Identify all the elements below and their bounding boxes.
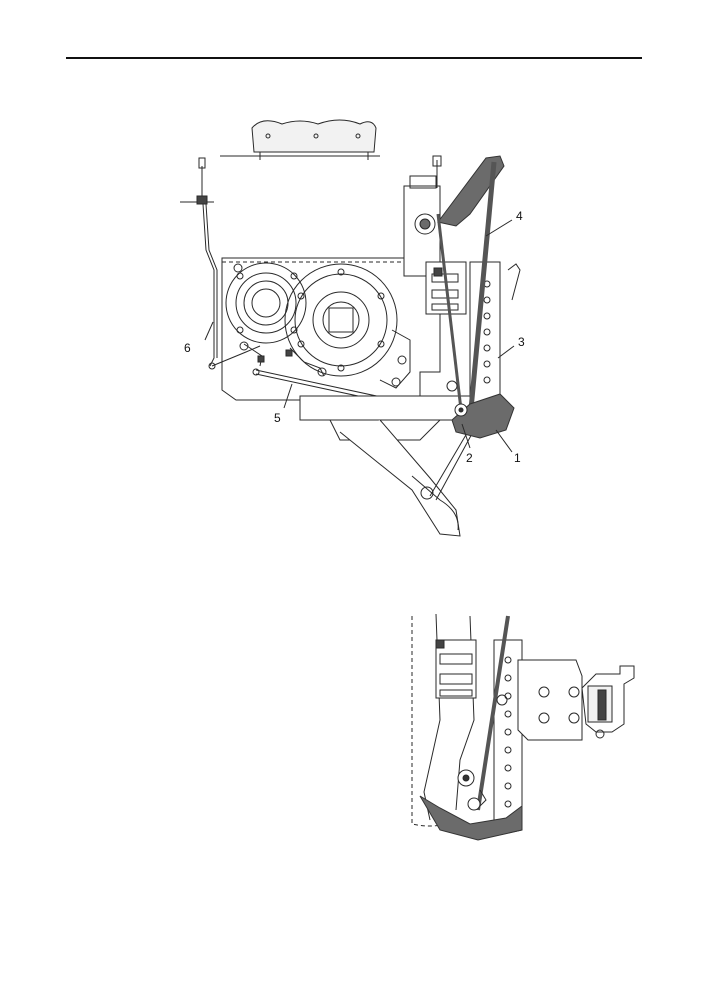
callout-6: 6 [184, 341, 191, 355]
figure-bottom [411, 613, 635, 841]
leader-4 [485, 219, 513, 237]
callout-3: 3 [518, 335, 525, 349]
callout-2: 2 [466, 451, 473, 465]
leader-2 [461, 423, 471, 449]
page-header-rule [66, 57, 642, 59]
leader-3 [497, 345, 515, 359]
callout-5: 5 [274, 411, 281, 425]
leader-1 [495, 429, 513, 453]
figure-top [180, 119, 521, 537]
callout-1: 1 [514, 451, 521, 465]
upper-link-highlight [437, 155, 505, 227]
housing-lug [379, 329, 411, 389]
lower-arm [299, 395, 475, 537]
lower-plate-highlight [451, 393, 515, 439]
lower-plate-detail [419, 795, 523, 841]
selector-rod [180, 157, 218, 367]
main-hub [284, 263, 398, 377]
leader-5 [283, 383, 293, 409]
hitch-plate [517, 659, 583, 741]
leader-6 [204, 321, 214, 341]
callout-4: 4 [516, 209, 523, 223]
gearbox-housing [221, 257, 441, 411]
